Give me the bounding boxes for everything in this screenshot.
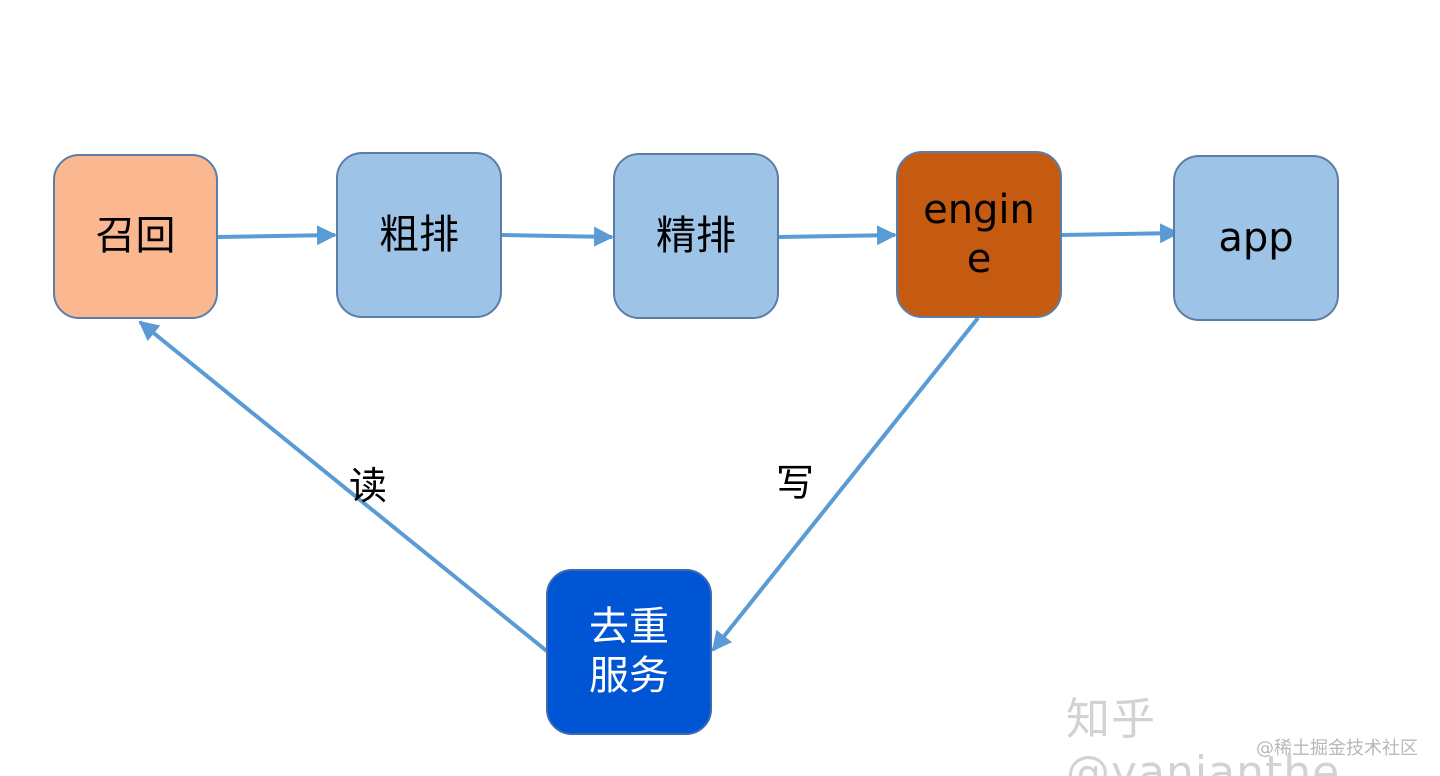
node-recall[interactable]: 召回 [53,154,218,319]
node-fine-rank[interactable]: 精排 [613,153,779,319]
edge-label-read: 读 [349,464,388,508]
node-fine-rank-label: 精排 [656,212,736,259]
node-dedup-label-line1: 去重 [589,604,669,651]
node-app-label: app [1218,214,1294,261]
edge-dedup-to-recall-read [138,320,550,654]
node-coarse-rank[interactable]: 粗排 [336,152,502,318]
edge-coarse-to-fine [501,226,614,247]
node-engine[interactable]: engin e [896,151,1062,318]
node-app[interactable]: app [1173,155,1339,321]
watermark-zhihu: 知乎 @yanianthe [1066,694,1341,776]
edge-engine-to-app [1061,223,1180,244]
edge-fine-to-engine [778,225,897,246]
edge-engine-to-dedup-write [711,316,980,652]
node-recall-label: 召回 [95,213,176,260]
node-coarse-rank-label: 粗排 [379,211,459,258]
edge-recall-to-coarse [217,225,337,246]
node-dedup-label-line2: 服务 [589,653,669,699]
node-dedup-service[interactable]: 去重 服务 [546,569,712,735]
edge-label-write: 写 [776,461,815,505]
watermark-juejin: @稀土掘金技术社区 [1256,738,1418,759]
node-engine-label-line1: engin [923,186,1035,233]
node-engine-label-line2: e [966,235,992,282]
